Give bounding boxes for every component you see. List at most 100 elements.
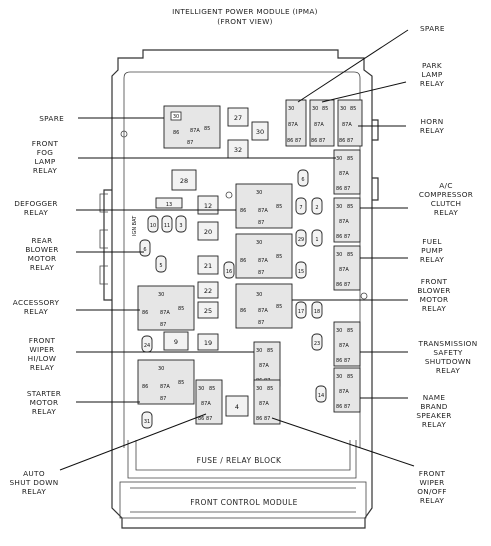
- svg-text:87A: 87A: [259, 363, 269, 369]
- svg-text:85: 85: [276, 204, 282, 210]
- fuse-mini: 10: [147, 215, 159, 233]
- relay-accessory: 30 86 85 87A 87: [137, 285, 195, 331]
- svg-text:18: 18: [314, 309, 320, 315]
- svg-text:CLUTCH: CLUTCH: [431, 199, 462, 208]
- svg-text:NAME: NAME: [423, 393, 446, 402]
- svg-text:87A: 87A: [339, 267, 349, 273]
- svg-text:LAMP: LAMP: [421, 70, 442, 79]
- svg-text:30: 30: [256, 386, 262, 392]
- fuse-mini: 17: [295, 301, 307, 319]
- svg-text:LAMP: LAMP: [34, 157, 55, 166]
- relay-spare-left: 30 86 85 87A 87: [163, 105, 221, 149]
- svg-text:87: 87: [258, 270, 264, 276]
- svg-text:23: 23: [314, 341, 320, 347]
- svg-text:6: 6: [143, 247, 146, 253]
- svg-text:86 87: 86 87: [256, 416, 270, 422]
- micro-relay-front-fog-lamp: 30 85 87A 86 87: [333, 149, 361, 195]
- svg-text:87A: 87A: [339, 343, 349, 349]
- svg-text:17: 17: [298, 309, 304, 315]
- label-spare-top: SPARE: [420, 24, 445, 33]
- svg-text:87A: 87A: [339, 219, 349, 225]
- svg-text:12: 12: [204, 202, 212, 210]
- fuse-cartridge: 9: [163, 331, 189, 351]
- svg-text:87A: 87A: [201, 401, 211, 407]
- svg-text:86 87: 86 87: [311, 138, 325, 144]
- svg-text:SHUTDOWN: SHUTDOWN: [425, 357, 471, 366]
- svg-text:ON/OFF: ON/OFF: [417, 487, 447, 496]
- label-park-lamp-relay: PARK LAMP RELAY: [420, 61, 444, 88]
- svg-text:RELAY: RELAY: [22, 487, 47, 496]
- svg-text:BLOWER: BLOWER: [25, 245, 58, 254]
- svg-text:SPEAKER: SPEAKER: [416, 411, 451, 420]
- svg-text:RELAY: RELAY: [422, 304, 447, 313]
- svg-text:19: 19: [204, 339, 212, 347]
- svg-text:FOG: FOG: [37, 148, 54, 157]
- svg-text:30: 30: [336, 252, 342, 258]
- svg-text:85: 85: [347, 252, 353, 258]
- svg-text:86 87: 86 87: [336, 404, 350, 410]
- svg-text:COMPRESSOR: COMPRESSOR: [419, 190, 473, 199]
- svg-text:21: 21: [204, 262, 212, 270]
- callout-arrows: [59, 29, 415, 471]
- micro-relay-spare-top: 30 87A 86 87: [285, 99, 307, 147]
- svg-text:85: 85: [267, 386, 273, 392]
- svg-text:86 87: 86 87: [336, 186, 350, 192]
- svg-text:RELAY: RELAY: [32, 407, 57, 416]
- svg-text:87A: 87A: [339, 389, 349, 395]
- micro-relay-front-wiper-hilow: 30 85 87A 86 87: [253, 341, 281, 387]
- left-connector: [99, 189, 112, 301]
- fuse-mini: 11: [161, 215, 173, 233]
- svg-text:10: 10: [150, 223, 156, 229]
- fuse-mini: 14: [315, 385, 327, 403]
- svg-text:6: 6: [301, 177, 304, 183]
- svg-text:RELAY: RELAY: [420, 255, 445, 264]
- svg-text:STARTER: STARTER: [27, 389, 61, 398]
- svg-text:86: 86: [142, 384, 148, 390]
- svg-text:RELAY: RELAY: [30, 263, 55, 272]
- label-front-blower-motor-relay: FRONT BLOWER MOTOR RELAY: [417, 277, 450, 313]
- svg-text:87: 87: [160, 396, 166, 402]
- svg-text:30: 30: [312, 106, 318, 112]
- svg-text:25: 25: [204, 307, 212, 315]
- svg-text:87A: 87A: [339, 171, 349, 177]
- fuse-relay-block-outline: [127, 440, 357, 479]
- svg-text:85: 85: [178, 306, 184, 312]
- fuse-mini: 15: [295, 261, 307, 279]
- svg-text:FRONT: FRONT: [419, 469, 446, 478]
- svg-text:30: 30: [340, 106, 346, 112]
- micro-relay-horn: 30 85 87A 86 87: [337, 99, 363, 147]
- fuse-cartridge: 13: [155, 197, 183, 209]
- fuse-mini: 5: [155, 255, 167, 273]
- mount-hole: [360, 292, 368, 300]
- svg-text:MOTOR: MOTOR: [28, 254, 57, 263]
- svg-text:86: 86: [240, 308, 246, 314]
- svg-text:87A: 87A: [190, 128, 200, 134]
- svg-text:87A: 87A: [160, 310, 170, 316]
- fuse-mini: 29: [295, 229, 307, 247]
- svg-text:87: 87: [258, 320, 264, 326]
- svg-text:31: 31: [144, 419, 150, 425]
- svg-text:30: 30: [336, 328, 342, 334]
- right-connector: [372, 119, 379, 201]
- svg-text:85: 85: [267, 348, 273, 354]
- fuse-cartridge: 28: [171, 169, 197, 191]
- fuse-mini: 18: [311, 301, 323, 319]
- fuse-cartridge: 12: [197, 195, 219, 215]
- svg-text:86 87: 86 87: [336, 358, 350, 364]
- svg-text:PARK: PARK: [422, 61, 442, 70]
- fuse-cartridge: 20: [197, 221, 219, 241]
- svg-text:86: 86: [173, 130, 179, 136]
- svg-text:30: 30: [158, 366, 164, 372]
- svg-text:2: 2: [315, 205, 318, 211]
- svg-text:RELAY: RELAY: [24, 307, 49, 316]
- svg-text:86: 86: [240, 208, 246, 214]
- svg-text:30: 30: [256, 348, 262, 354]
- svg-text:HORN: HORN: [421, 117, 444, 126]
- micro-relay-name-brand-speaker: 30 85 87A 86 87: [333, 367, 361, 413]
- diagram-subtitle: (FRONT VIEW): [217, 17, 273, 26]
- fuse-cartridge: 22: [197, 281, 219, 299]
- fuse-mini: 16: [223, 261, 235, 279]
- svg-text:85: 85: [209, 386, 215, 392]
- svg-text:A/C: A/C: [439, 181, 452, 190]
- fuse-mini: 24: [141, 335, 153, 353]
